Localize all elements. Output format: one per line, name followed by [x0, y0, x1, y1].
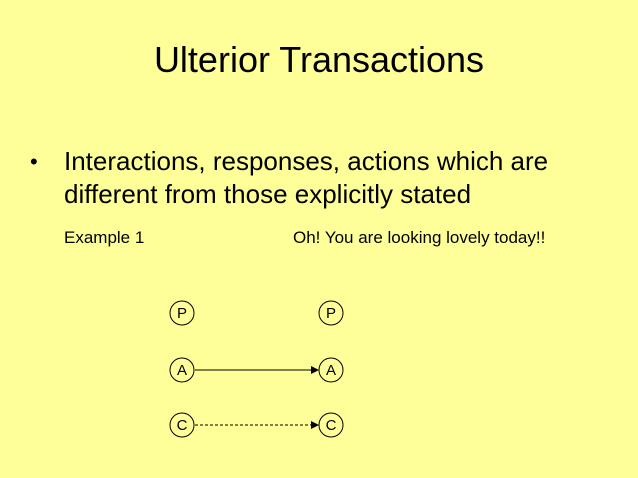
slide-title: Ulterior Transactions [153, 39, 485, 80]
left-adult-label: A [177, 362, 187, 379]
left-parent-label: P [177, 305, 187, 322]
right-adult-label: A [326, 362, 336, 379]
bullet-text: Interactions, responses, actions which a… [64, 146, 549, 209]
left-child-label: C [177, 417, 188, 434]
right-child-label: C [326, 417, 337, 434]
right-child-state: C [318, 412, 344, 438]
left-adult-state: A [169, 357, 195, 383]
left-parent-state: P [169, 300, 195, 326]
example-label: Example 1 [64, 228, 145, 247]
right-adult-state: A [318, 357, 344, 383]
right-parent-state: P [318, 300, 344, 326]
left-child-state: C [169, 412, 195, 438]
quote-text: Oh! You are looking lovely today!! [293, 228, 546, 247]
right-parent-label: P [326, 305, 336, 322]
bullet-marker: • [30, 149, 38, 174]
